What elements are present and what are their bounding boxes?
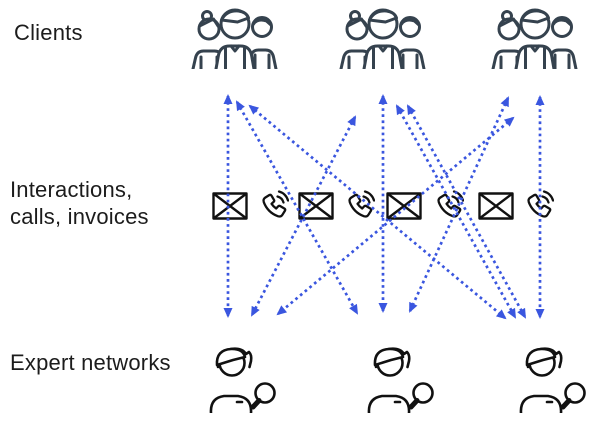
envelope-icon: [212, 192, 248, 220]
expert-search-icon: [519, 347, 586, 413]
interactions-label-line1: Interactions,: [10, 177, 133, 202]
envelope-icon: [298, 192, 334, 220]
people-group-icon: [491, 8, 578, 69]
phone-icon: [527, 190, 554, 218]
clients-row-label: Clients: [14, 20, 83, 45]
interactions-label-line2: calls, invoices: [10, 204, 149, 229]
arrow-line: [235, 100, 359, 315]
envelope-icon: [478, 192, 514, 220]
phone-icon: [262, 190, 289, 218]
expert-search-icon: [367, 347, 434, 413]
phone-icon: [437, 190, 464, 218]
people-group-icon: [339, 8, 426, 69]
phone-icon: [348, 190, 375, 218]
interactions-row-label: Interactions, calls, invoices: [10, 176, 149, 230]
expert-search-icon: [209, 347, 276, 413]
experts-row-label: Expert networks: [10, 350, 171, 375]
people-group-icon: [191, 8, 278, 69]
envelope-icon: [386, 192, 422, 220]
